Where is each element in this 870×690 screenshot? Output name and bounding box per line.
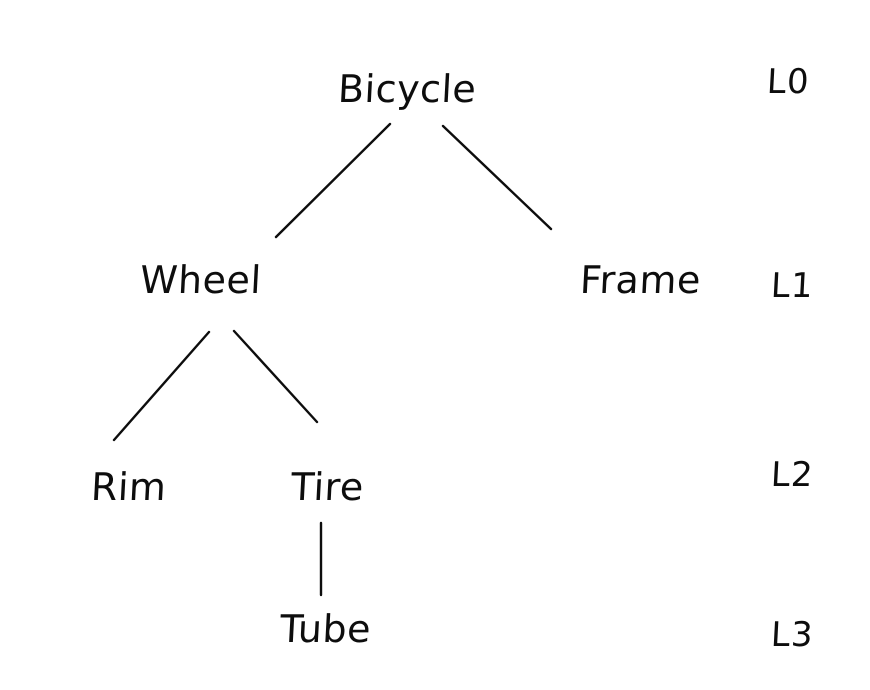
level-marker-l3: L3 <box>769 614 815 655</box>
node-frame[interactable]: Frame <box>578 257 702 302</box>
node-bicycle[interactable]: Bicycle <box>336 66 478 111</box>
node-tire[interactable]: Tire <box>289 464 365 509</box>
edge-bicycle-wheel <box>274 122 392 239</box>
level-marker-l0: L0 <box>765 61 811 102</box>
node-rim[interactable]: Rim <box>89 464 168 509</box>
node-tube[interactable]: Tube <box>278 606 372 651</box>
edge-wheel-tire <box>232 329 319 424</box>
node-wheel[interactable]: Wheel <box>138 257 263 302</box>
edge-bicycle-frame <box>441 124 553 231</box>
level-marker-l2: L2 <box>769 454 815 495</box>
edge-wheel-rim <box>112 330 211 442</box>
level-marker-l1: L1 <box>769 265 815 306</box>
